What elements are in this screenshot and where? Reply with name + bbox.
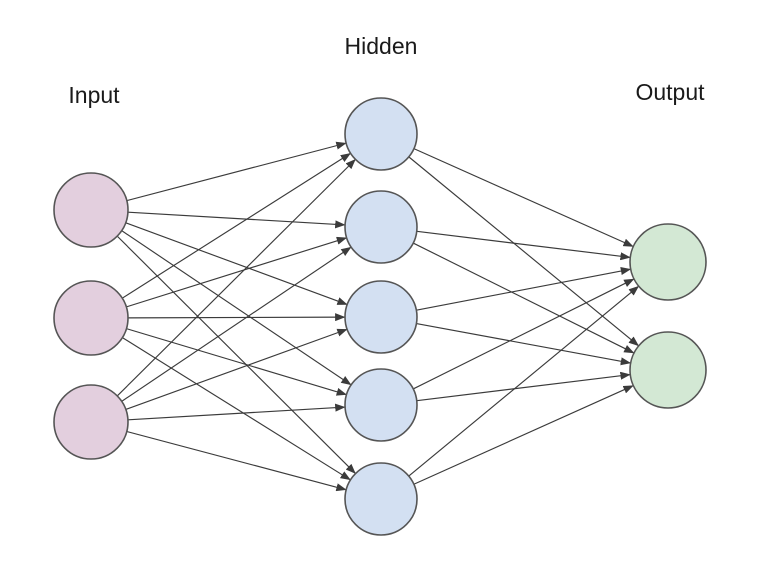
- connection-edge-h1-to-o2: [408, 156, 640, 347]
- connection-edge-h3-to-o1: [416, 267, 632, 311]
- connection-edge-i2-to-h5: [122, 337, 351, 481]
- connection-edge-h5-to-o1: [408, 285, 640, 477]
- neuron-node-hidden-2[interactable]: [344, 190, 418, 264]
- connection-edge-h4-to-o1: [412, 278, 635, 390]
- connection-edge-i2-to-h1: [121, 152, 351, 299]
- neuron-node-hidden-5[interactable]: [344, 462, 418, 536]
- connection-edge-i3-to-h4: [127, 403, 346, 421]
- neuron-node-hidden-1[interactable]: [344, 97, 418, 171]
- connection-edge-h2-to-o2: [412, 242, 635, 354]
- connection-edge-h5-to-o2: [413, 385, 634, 485]
- connection-edge-i1-to-h3: [125, 222, 348, 306]
- neuron-node-output-1[interactable]: [629, 223, 707, 301]
- layer-label-output: Output: [635, 79, 705, 105]
- layer-labels-group: Input Hidden Output: [68, 33, 705, 108]
- connection-edge-i2-to-h2: [126, 236, 348, 308]
- neuron-nodes-group: [53, 97, 707, 536]
- neuron-node-hidden-3[interactable]: [344, 280, 418, 354]
- connection-edges-group: [116, 141, 640, 492]
- connection-edge-i2-to-h4: [126, 328, 347, 396]
- connection-edge-h1-to-o1: [413, 148, 634, 248]
- connection-edge-i3-to-h5: [126, 430, 347, 492]
- neuron-node-output-2[interactable]: [629, 331, 707, 409]
- connection-edge-i1-to-h1: [126, 141, 347, 202]
- connection-edge-i1-to-h4: [121, 230, 352, 386]
- layer-label-hidden: Hidden: [345, 33, 418, 59]
- connection-edge-i1-to-h2: [127, 211, 346, 229]
- layer-label-input: Input: [68, 82, 120, 108]
- connection-edge-h3-to-o2: [416, 322, 632, 366]
- neuron-node-input-2[interactable]: [53, 280, 129, 356]
- connection-edge-h2-to-o1: [416, 230, 631, 261]
- neuron-node-input-3[interactable]: [53, 384, 129, 460]
- connection-edge-h4-to-o2: [416, 371, 631, 402]
- neuron-node-input-1[interactable]: [53, 172, 129, 248]
- connection-edge-i2-to-h3: [127, 313, 346, 322]
- connection-edge-i3-to-h2: [121, 246, 352, 402]
- neuron-node-hidden-4[interactable]: [344, 368, 418, 442]
- connection-edge-i3-to-h1: [116, 158, 356, 397]
- connection-edge-i3-to-h3: [125, 328, 348, 410]
